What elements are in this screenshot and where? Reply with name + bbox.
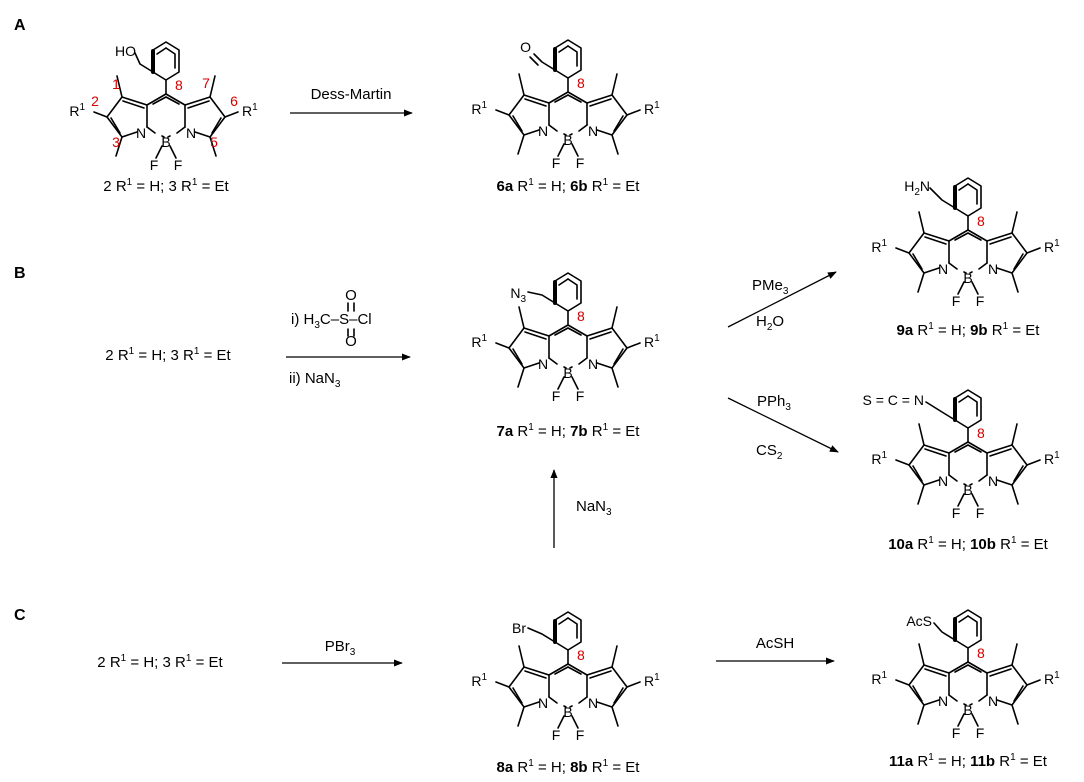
reagent-pph3: PPh3 <box>757 393 791 413</box>
mscl-oxygen-bottom: O <box>345 333 357 350</box>
reagent-dess-martin: Dess-Martin <box>311 86 392 103</box>
compound-11: AcS <box>869 608 1063 743</box>
arrow-staudinger-reduction <box>727 271 837 328</box>
compound-7: N3 <box>469 271 663 406</box>
reagent-pme3: PMe3 <box>752 277 789 297</box>
mscl-oxygen-top: O <box>345 287 357 304</box>
compound-6: O <box>469 38 663 173</box>
mscl-double-bonds <box>347 302 355 337</box>
compound-8: Br <box>469 610 663 745</box>
aldehyde-o-label: O <box>520 39 531 55</box>
reagent-nan3-vertical: NaN3 <box>576 498 612 518</box>
label-compound-2: 2 R1 = H; 3 R1 = Et <box>103 177 229 195</box>
locant-7: 7 <box>202 75 210 91</box>
label-compound-10: 10a R1 = H; 10b R1 = Et <box>888 535 1048 553</box>
isothiocyanate-label: S = C = N <box>862 392 924 408</box>
locant-6: 6 <box>230 93 238 109</box>
locant-5: 5 <box>210 134 218 150</box>
panel-label-a: A <box>14 17 26 34</box>
locant-2: 2 <box>91 93 99 109</box>
locant-1: 1 <box>112 76 120 92</box>
compound-9: H2N <box>869 176 1063 311</box>
reagent-pbr3: PBr3 <box>325 638 356 658</box>
label-compound-6: 6a R1 = H; 6b R1 = Et <box>497 177 641 195</box>
label-compound-9: 9a R1 = H; 9b R1 = Et <box>897 321 1041 339</box>
arrow-isothiocyanate-formation <box>727 397 839 453</box>
label-compound-11: 11a R1 = H; 11b R1 = Et <box>889 752 1048 770</box>
locant-3: 3 <box>112 134 120 150</box>
reagent-i-mscl: i) H3C–S–Cl <box>291 311 372 331</box>
label-compound-8: 8a R1 = H; 8b R1 = Et <box>497 758 641 776</box>
compound-10: S = C = N <box>862 388 1063 523</box>
hydroxyl-label: HO <box>115 43 136 59</box>
panel-label-b: B <box>14 265 26 282</box>
thioacetate-label: AcS <box>906 613 932 629</box>
reagent-cs2: CS2 <box>756 442 783 462</box>
start-material-c: 2 R1 = H; 3 R1 = Et <box>97 653 223 671</box>
amine-label: H2N <box>904 178 930 198</box>
label-compound-7: 7a R1 = H; 7b R1 = Et <box>497 422 641 440</box>
panel-label-c: C <box>14 607 26 624</box>
reagent-acsh: AcSH <box>756 635 794 652</box>
azide-label: N3 <box>510 285 526 305</box>
start-material-b: 2 R1 = H; 3 R1 = Et <box>105 346 231 364</box>
reagent-ii-nan3: ii) NaN3 <box>289 370 341 390</box>
bromide-label: Br <box>512 620 526 636</box>
reagent-water: H2O <box>756 313 784 333</box>
compound-2-3: HO 1 2 3 5 6 7 <box>67 40 261 175</box>
